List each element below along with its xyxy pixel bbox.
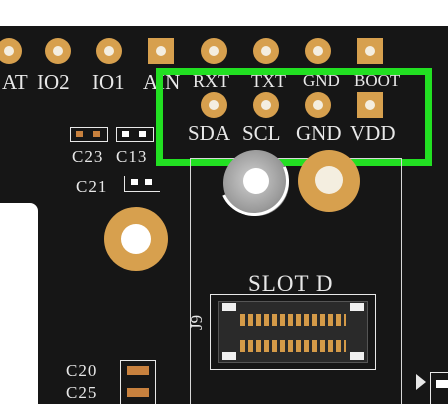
label-gnd: GND: [296, 121, 342, 145]
pad-txt: [253, 38, 279, 64]
connector-j9-corner-bl: [222, 352, 236, 360]
pad-sda: [201, 92, 227, 118]
label-vdd: VDD: [350, 121, 396, 145]
pad-gnd-top: [305, 38, 331, 64]
label-c23: C23: [72, 147, 104, 166]
pad-scl: [253, 92, 279, 118]
mounting-hole-left-center: [121, 224, 151, 254]
label-c20: C20: [66, 361, 98, 380]
label-c25: C25: [66, 383, 98, 402]
pad-rxt: [201, 38, 227, 64]
label-j9: J9: [187, 314, 206, 330]
pad-ain: [148, 38, 174, 64]
connector-j9-pins-bottom: [240, 340, 346, 352]
pad-at: [0, 38, 22, 64]
capacitor-c23: [70, 127, 108, 142]
pin-marker-arrow: [416, 374, 426, 390]
connector-j9-corner-br: [350, 352, 364, 360]
silver-pad-center: [243, 168, 269, 194]
capacitor-c13: [116, 127, 154, 142]
highlight-box: [156, 68, 432, 166]
pad-io2: [45, 38, 71, 64]
board-top-edge: [0, 0, 448, 26]
label-txt: TXT: [251, 71, 286, 91]
connector-j9-corner-tl: [222, 303, 236, 311]
label-io2: IO2: [37, 70, 70, 94]
gold-pad-right-center: [315, 166, 343, 194]
label-sda: SDA: [188, 121, 231, 145]
label-gnd-top: GND: [303, 71, 340, 90]
capacitor-c21: [124, 176, 160, 192]
edge-component-pad: [436, 380, 448, 388]
label-scl: SCL: [242, 121, 281, 145]
label-c21: C21: [76, 177, 108, 196]
board-cutout: [0, 203, 38, 404]
edge-component: [430, 372, 448, 404]
pad-io1: [96, 38, 122, 64]
slot-outline: [190, 158, 402, 404]
connector-j9-pins-top: [240, 314, 346, 326]
capacitor-c20-outline: [120, 360, 156, 404]
label-at: AT: [2, 70, 28, 94]
pad-boot: [357, 38, 383, 64]
pad-gnd: [305, 92, 331, 118]
connector-j9-body: [218, 301, 368, 363]
label-io1: IO1: [92, 70, 125, 94]
capacitor-c20-pad: [127, 366, 149, 375]
capacitor-c25-pad: [127, 388, 149, 397]
pad-vdd: [357, 92, 383, 118]
label-boot: BOOT: [354, 71, 401, 90]
connector-j9-outline: [210, 294, 376, 370]
label-rxt: RXT: [193, 71, 229, 91]
connector-j9-corner-tr: [350, 303, 364, 311]
label-slot: SLOT D: [248, 271, 334, 296]
label-c13: C13: [116, 147, 148, 166]
